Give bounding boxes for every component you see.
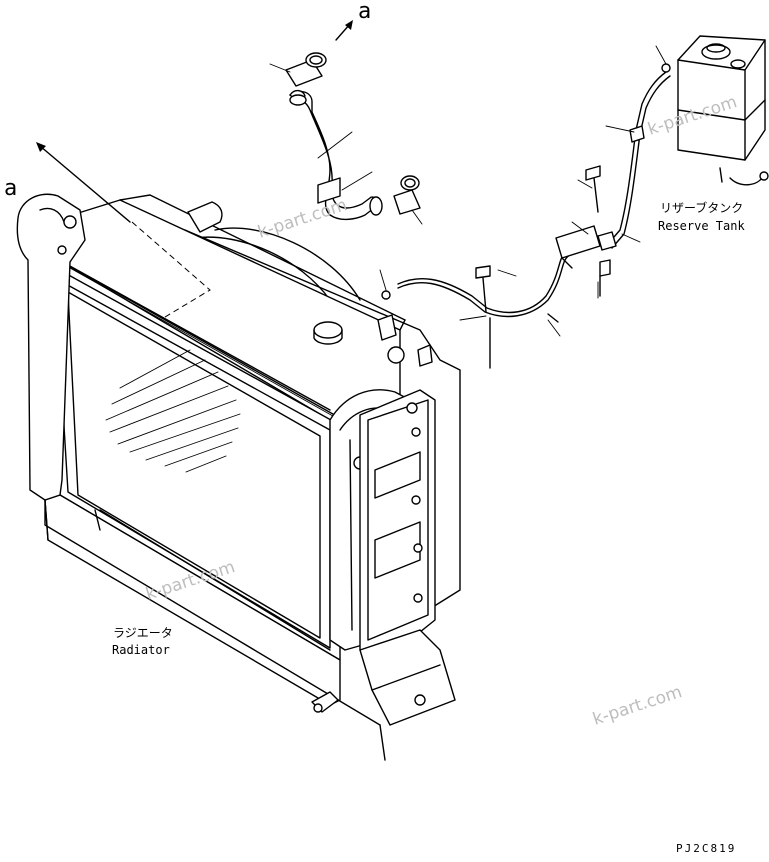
reserve-tank-label-en: Reserve Tank	[658, 219, 745, 233]
watermark-2: k-part.com	[255, 195, 349, 243]
reserve-tank-hose	[555, 63, 671, 269]
leader-lines-hose	[269, 63, 423, 225]
overflow-tube	[397, 250, 571, 369]
arrow-a-top-label: a	[358, 0, 371, 24]
drain-cock	[311, 691, 339, 713]
radiator-cap	[313, 321, 343, 345]
reserve-tank-label: リザーブタンク Reserve Tank	[658, 200, 745, 233]
upper-hose	[289, 89, 383, 221]
watermark-4: k-part.com	[590, 682, 684, 730]
tube-clip	[475, 265, 491, 313]
hose-clamp-upper	[285, 52, 327, 87]
radiator	[16, 193, 461, 761]
arrow-a-left-label: a	[4, 176, 17, 201]
radiator-label-jp: ラジエータ	[113, 626, 173, 640]
radiator-label: ラジエータ Radiator	[112, 626, 173, 657]
radiator-label-en: Radiator	[112, 643, 170, 657]
reserve-tank	[677, 35, 769, 186]
drawing-code: PJ2C819	[676, 842, 736, 855]
radiator-core-fins	[105, 349, 241, 473]
arrow-a-top: a	[335, 0, 371, 41]
arrow-a-left: a	[4, 142, 131, 223]
hose-clamp-lower	[393, 175, 421, 215]
reserve-tank-label-jp: リザーブタンク	[660, 200, 743, 215]
leader-lines-tank	[379, 45, 667, 337]
tank-bolts	[585, 165, 611, 297]
